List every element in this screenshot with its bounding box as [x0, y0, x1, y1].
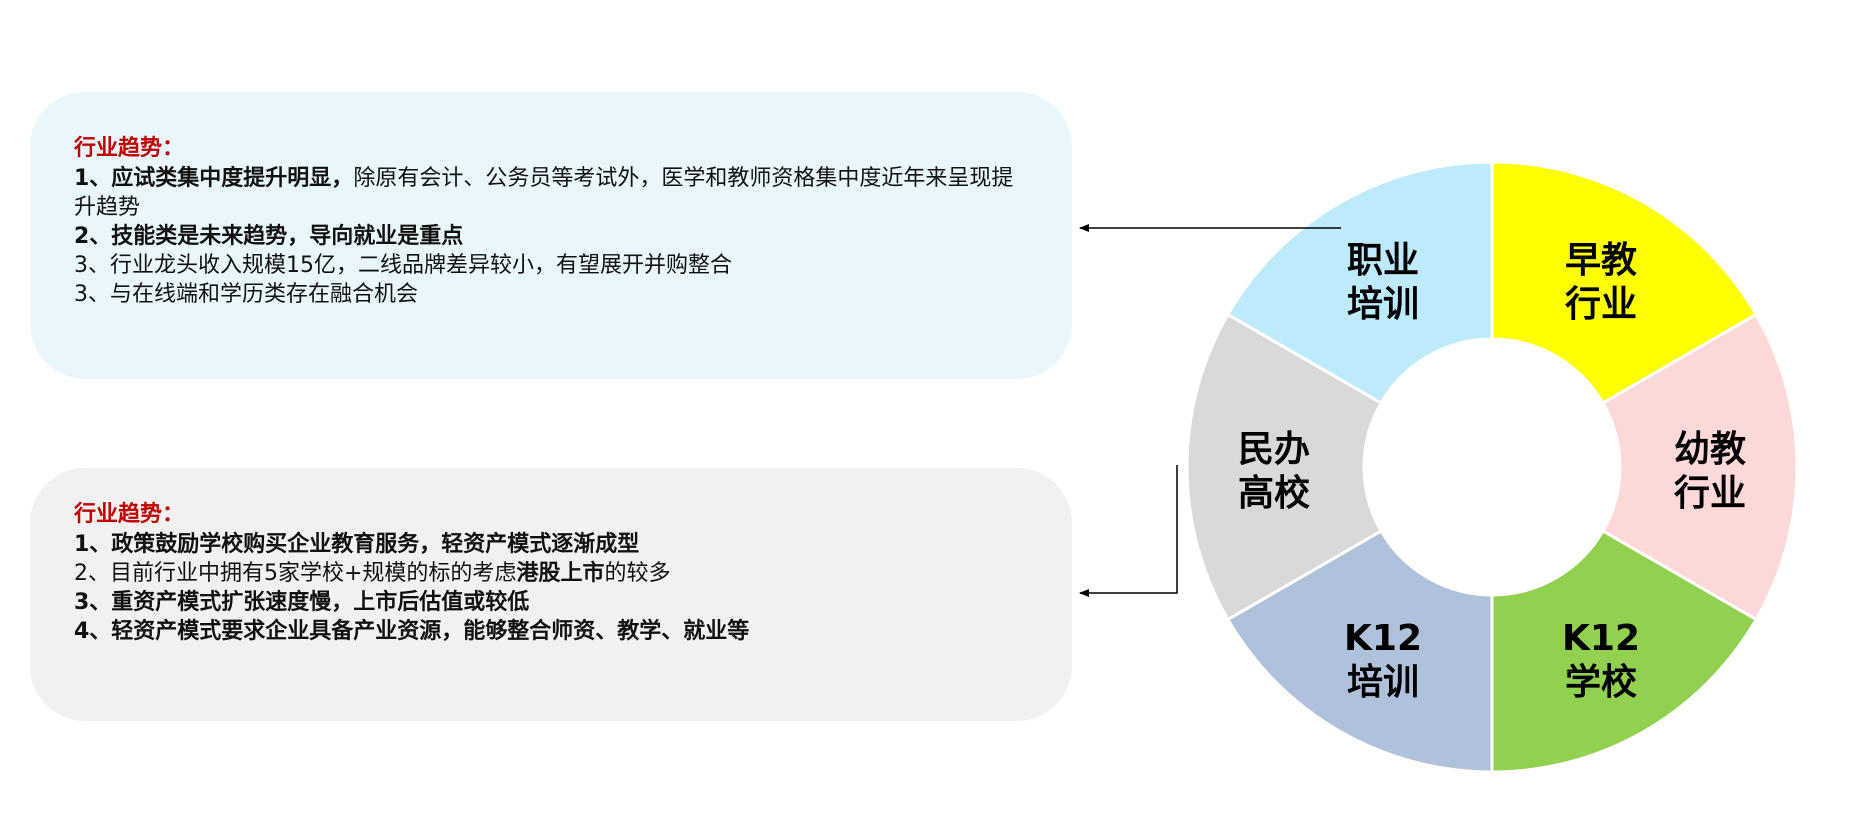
- donut-segment: [1490, 160, 1759, 406]
- box-title: 行业趋势：: [74, 136, 185, 161]
- donut-segment: [1225, 528, 1494, 774]
- trend-line-3: 3、行业龙头收入规模15亿，二线品牌差异较小，有望展开并购整合: [74, 253, 732, 278]
- segment-label: 学校: [1565, 661, 1637, 703]
- trend-line-4: 3、与在线端和学历类存在融合机会: [74, 282, 418, 307]
- private-college-trends-box: 行业趋势： 1、政策鼓励学校购买企业教育服务，轻资产模式逐渐成型 2、目前行业中…: [30, 468, 1072, 721]
- trend-line-1: 1、应试类集中度提升明显，除原有会计、公务员等考试外，医学和教师资格集中度近年来…: [74, 166, 1014, 220]
- segment-label: K12: [1562, 618, 1640, 659]
- segment-label: 高校: [1238, 473, 1310, 514]
- segment-label: 培训: [1347, 284, 1419, 325]
- segment-label: K12: [1344, 618, 1422, 659]
- segment-label: 培训: [1347, 662, 1419, 703]
- trend-line-4: 4、轻资产模式要求企业具备产业资源，能够整合师资、教学、就业等: [74, 619, 750, 644]
- trend-line-3: 3、重资产模式扩张速度慢，上市后估值或较低: [74, 590, 530, 615]
- trend-line-2: 2、技能类是未来趋势，导向就业是重点: [74, 224, 464, 249]
- box-title: 行业趋势：: [74, 502, 185, 527]
- segment-label: 民办: [1238, 429, 1310, 470]
- donut-segment: [1600, 312, 1799, 622]
- segment-label: 幼教: [1674, 429, 1746, 470]
- segment-label: 行业: [1565, 284, 1637, 325]
- trend-line-1: 1、政策鼓励学校购买企业教育服务，轻资产模式逐渐成型: [74, 532, 640, 557]
- trend-line-2: 2、目前行业中拥有5家学校+规模的标的考虑港股上市的较多: [74, 561, 671, 586]
- segment-label: 早教: [1565, 240, 1637, 281]
- donut-segment: [1185, 312, 1384, 622]
- donut-segment: [1225, 160, 1494, 406]
- segment-label: 行业: [1674, 473, 1746, 514]
- vocational-trends-box: 行业趋势： 1、应试类集中度提升明显，除原有会计、公务员等考试外，医学和教师资格…: [30, 92, 1072, 379]
- donut-segment: [1490, 528, 1759, 774]
- segment-label: 职业: [1347, 240, 1419, 281]
- arrow-to-bottom-box: [1079, 465, 1178, 597]
